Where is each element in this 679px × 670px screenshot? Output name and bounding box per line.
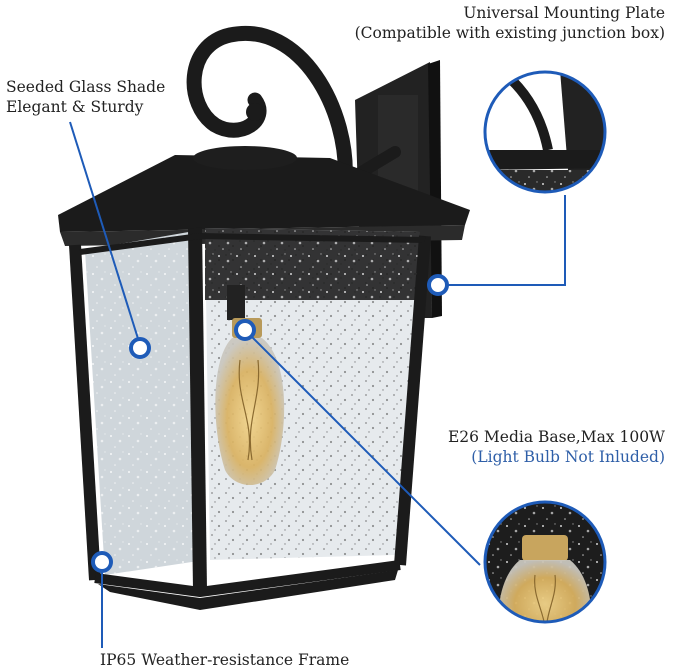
frame-title: IP65 Weather-resistance Frame	[100, 651, 350, 669]
mounting-plate-dot	[427, 274, 449, 296]
lantern-frame	[69, 227, 431, 597]
glass-shade-dot	[129, 337, 151, 359]
mounting-plate-label: Universal Mounting Plate (Compatible wit…	[355, 3, 665, 43]
media-base-note: (Light Bulb Not Inluded)	[471, 448, 665, 466]
glass-shade-subtitle: Elegant & Sturdy	[6, 98, 144, 116]
frame-dot	[91, 551, 113, 573]
media-base-label: E26 Media Base,Max 100W (Light Bulb Not …	[448, 427, 665, 467]
media-base-dot	[234, 319, 256, 341]
mounting-plate-note: (Compatible with existing junction box)	[354, 24, 665, 42]
media-base-zoom	[483, 500, 607, 624]
mounting-plate-zoom	[483, 70, 607, 194]
glass-shade	[85, 228, 420, 575]
callout-lines	[69, 121, 566, 648]
glass-shade-label: Seeded Glass Shade Elegant & Sturdy	[6, 77, 165, 117]
glass-shade-title: Seeded Glass Shade	[6, 78, 166, 96]
lantern-bottom-rim	[98, 570, 398, 610]
frame-label: IP65 Weather-resistance Frame	[100, 650, 349, 670]
media-base-title: E26 Media Base,Max 100W	[447, 428, 665, 446]
mounting-plate-title: Universal Mounting Plate	[463, 4, 665, 22]
callout-dots	[91, 274, 449, 573]
